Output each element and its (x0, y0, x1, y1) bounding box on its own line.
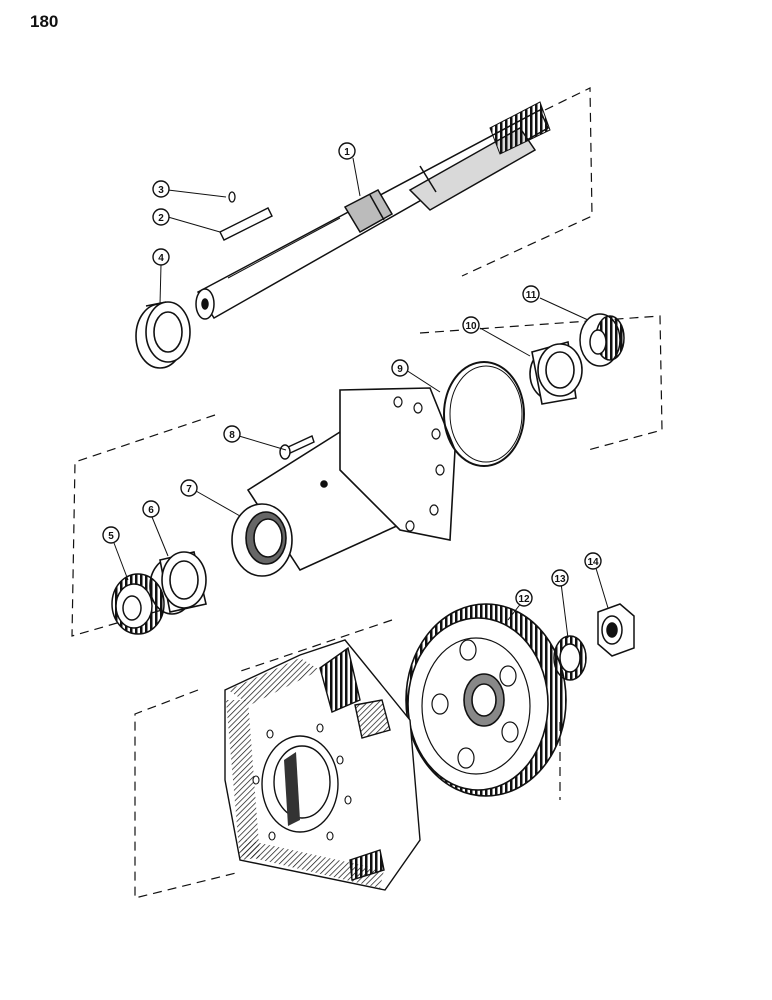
callout-7: 7 (180, 479, 198, 497)
callout-2: 2 (152, 208, 170, 226)
callout-4: 4 (152, 248, 170, 266)
drive-gear (405, 603, 567, 797)
svg-text:4: 4 (158, 253, 164, 264)
svg-text:14: 14 (587, 557, 599, 568)
leader-4 (159, 264, 162, 305)
tapered-bearing-right (579, 313, 625, 367)
bearing-cup-left (149, 551, 207, 615)
ring-gear-assembly (224, 639, 421, 891)
leader-9 (405, 369, 441, 393)
svg-text:3: 3 (158, 185, 164, 196)
svg-text:9: 9 (397, 364, 403, 375)
leader-6 (151, 516, 169, 557)
gear-group-outline (134, 619, 561, 899)
svg-text:13: 13 (554, 574, 566, 585)
svg-text:11: 11 (526, 290, 537, 301)
gear-nut (597, 603, 635, 657)
leader-7 (195, 490, 241, 517)
callout-3: 3 (152, 180, 170, 198)
svg-text:10: 10 (465, 321, 477, 332)
callout-1: 1 (338, 142, 356, 160)
callout-8: 8 (223, 425, 241, 443)
callout-11: 11 (522, 285, 540, 303)
page-number: 180 (30, 12, 59, 31)
svg-text:2: 2 (158, 213, 164, 224)
leader-11 (539, 297, 589, 321)
callout-14: 14 (584, 552, 602, 570)
leader-8 (238, 435, 287, 451)
leader-lines (113, 157, 609, 639)
bearing-cup-right (529, 340, 583, 405)
oil-seal (135, 301, 191, 369)
key (219, 207, 273, 241)
tapered-bearing-left (111, 573, 165, 635)
svg-text:8: 8 (229, 430, 235, 441)
svg-text:5: 5 (108, 531, 114, 542)
svg-text:6: 6 (148, 505, 154, 516)
svg-text:7: 7 (186, 484, 192, 495)
leader-13 (560, 582, 569, 639)
bearing-housing (231, 387, 456, 577)
leader-10 (479, 327, 531, 357)
small-pin (228, 191, 236, 203)
output-shaft (195, 101, 551, 320)
leader-5 (113, 542, 129, 581)
callout-13: 13 (551, 569, 569, 587)
svg-text:12: 12 (518, 594, 530, 605)
leader-3 (167, 189, 227, 198)
callout-5: 5 (102, 526, 120, 544)
leader-1 (352, 157, 361, 197)
leader-2 (167, 216, 221, 233)
o-ring (443, 361, 525, 467)
svg-text:1: 1 (344, 147, 350, 158)
callout-12: 12 (515, 589, 533, 607)
lock-washer (553, 635, 587, 681)
callout-6: 6 (142, 500, 160, 518)
callout-9: 9 (391, 359, 409, 377)
callout-10: 10 (462, 316, 480, 334)
leader-14 (594, 564, 609, 609)
